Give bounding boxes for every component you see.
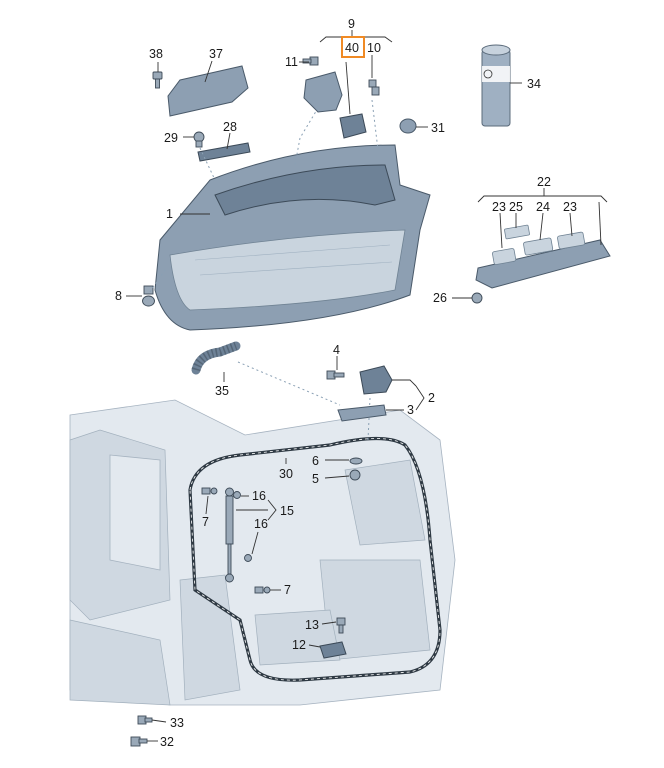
lock-unit	[303, 71, 343, 113]
label-4: 4	[333, 343, 340, 357]
trim-strip-28	[197, 142, 251, 162]
bolt-13	[336, 617, 346, 634]
washer-6	[349, 457, 363, 465]
seal-24	[523, 237, 554, 256]
label-29: 29	[164, 131, 178, 145]
screw-38	[152, 71, 163, 89]
clip-26	[471, 292, 483, 304]
label-9: 9	[348, 17, 355, 31]
label-38: 38	[149, 47, 163, 61]
ball-pin-7b	[254, 586, 271, 594]
label-15: 15	[280, 504, 294, 518]
bump-stop-31	[399, 118, 417, 134]
nut-5	[349, 469, 361, 481]
label-5: 5	[312, 472, 319, 486]
cover-25	[504, 224, 530, 240]
clip-16a	[233, 491, 241, 499]
label-37: 37	[209, 47, 223, 61]
label-10: 10	[367, 41, 381, 55]
label-12: 12	[292, 638, 306, 652]
label-7b: 7	[284, 583, 291, 597]
label-1: 1	[166, 207, 173, 221]
tailgate-panel	[154, 144, 431, 331]
part-labels: 9 40 10 11 38 37 34 31 29 28 22 23 25 24…	[115, 17, 577, 749]
buffer-8	[142, 285, 155, 307]
label-8: 8	[115, 289, 122, 303]
bolt-11	[302, 56, 319, 66]
handle-cover	[167, 65, 249, 117]
label-7a: 7	[202, 515, 209, 529]
bolt-4	[326, 370, 345, 380]
label-16b: 16	[254, 517, 268, 531]
bolt-10	[368, 79, 380, 96]
label-34: 34	[527, 77, 541, 91]
screw-33	[137, 715, 153, 725]
hinge-2	[359, 365, 393, 395]
label-16a: 16	[252, 489, 266, 503]
label-33: 33	[170, 716, 184, 730]
hinge-plate-3	[337, 404, 387, 422]
label-23a: 23	[492, 200, 506, 214]
leader-lines	[126, 30, 608, 742]
clip-29	[193, 131, 205, 148]
label-24: 24	[536, 200, 550, 214]
striker-12	[319, 641, 347, 659]
label-6: 6	[312, 454, 319, 468]
label-40: 40	[345, 41, 359, 55]
grease-can-34	[481, 44, 511, 127]
part-40-highlight	[341, 36, 365, 58]
label-28: 28	[223, 120, 237, 134]
seal-23a	[492, 248, 517, 265]
screw-32	[130, 736, 148, 747]
label-26: 26	[433, 291, 447, 305]
label-35: 35	[215, 384, 229, 398]
label-30: 30	[279, 467, 293, 481]
switch-40	[339, 113, 367, 139]
label-32: 32	[160, 735, 174, 749]
label-31: 31	[431, 121, 445, 135]
label-23b: 23	[563, 200, 577, 214]
label-11: 11	[285, 55, 298, 69]
label-2: 2	[428, 391, 435, 405]
label-22: 22	[537, 175, 551, 189]
vehicle-rear-body	[69, 399, 456, 706]
gas-strut-15	[225, 487, 234, 583]
seal-23b	[557, 231, 586, 250]
label-3: 3	[407, 403, 414, 417]
ball-pin-7a	[201, 487, 218, 495]
label-13: 13	[305, 618, 319, 632]
clip-16b	[244, 554, 252, 562]
label-25: 25	[509, 200, 523, 214]
